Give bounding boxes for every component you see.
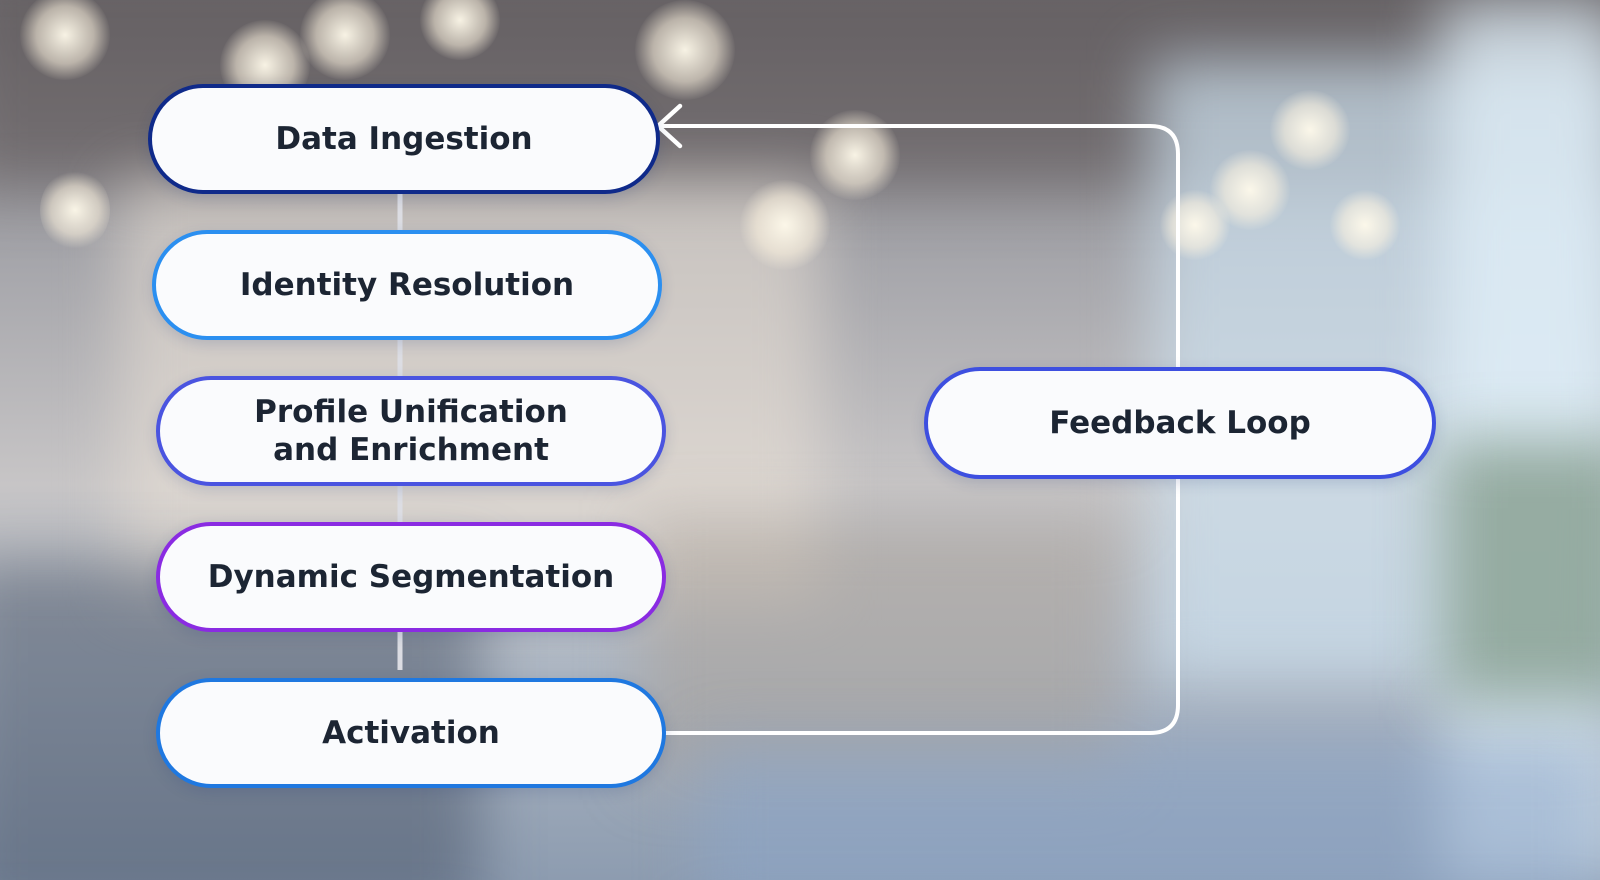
bokeh-light: [740, 180, 830, 270]
bokeh-light: [40, 170, 110, 250]
bokeh-light: [20, 0, 110, 80]
bokeh-light: [300, 0, 390, 80]
background-center-mid: [640, 520, 1120, 780]
feedback-loop: Feedback Loop: [924, 367, 1436, 479]
background-plant: [1440, 440, 1600, 700]
step-label: Identity Resolution: [239, 267, 575, 303]
background-bottom-blue: [700, 740, 1600, 880]
bokeh-light: [1160, 190, 1230, 260]
feedback-label: Feedback Loop: [1049, 405, 1311, 441]
bokeh-light: [635, 0, 735, 100]
step-identity-resolution: Identity Resolution: [152, 230, 662, 340]
loop-connector-from-feedback: [660, 124, 1180, 367]
step-label: Dynamic Segmentation: [207, 559, 615, 595]
step-data-ingestion: Data Ingestion: [148, 84, 660, 194]
step-label: Activation: [322, 715, 500, 751]
bokeh-light: [1330, 190, 1400, 260]
step-label: Data Ingestion: [275, 121, 533, 157]
step-activation: Activation: [156, 678, 666, 788]
step-dynamic-segmentation: Dynamic Segmentation: [156, 522, 666, 632]
step-profile-unification: Profile Unification and Enrichment: [156, 376, 666, 486]
bokeh-light: [1270, 90, 1350, 170]
step-label: Profile Unification and Enrichment: [254, 394, 568, 468]
loop-connector-to-feedback: [662, 478, 1180, 735]
